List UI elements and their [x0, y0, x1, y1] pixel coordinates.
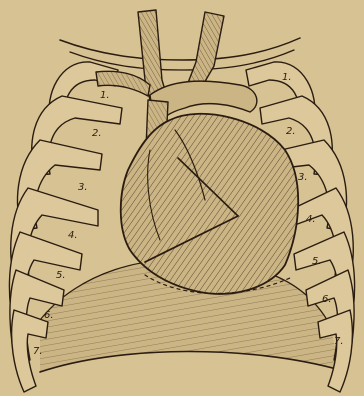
right-rib-label-2: 2. [286, 126, 296, 137]
right-rib-label-6: 6. [322, 294, 332, 305]
right-rib-label-7: 7. [334, 336, 344, 347]
left-rib-label-7: 7. [33, 346, 43, 357]
left-rib-label-4: 4. [68, 230, 78, 241]
left-rib-label-6: 6. [44, 310, 54, 321]
left-rib-label-1: 1. [100, 90, 110, 101]
left-rib-label-5: 5. [56, 270, 66, 281]
right-rib-label-5: 5. [312, 256, 322, 267]
left-rib-label-2: 2. [92, 128, 102, 139]
heart [121, 114, 298, 294]
right-rib-label-1: 1. [282, 72, 292, 83]
left-rib-label-3: 3. [78, 182, 88, 193]
right-rib-label-3: 3. [298, 172, 308, 183]
right-rib-label-4: 4. [306, 214, 316, 225]
